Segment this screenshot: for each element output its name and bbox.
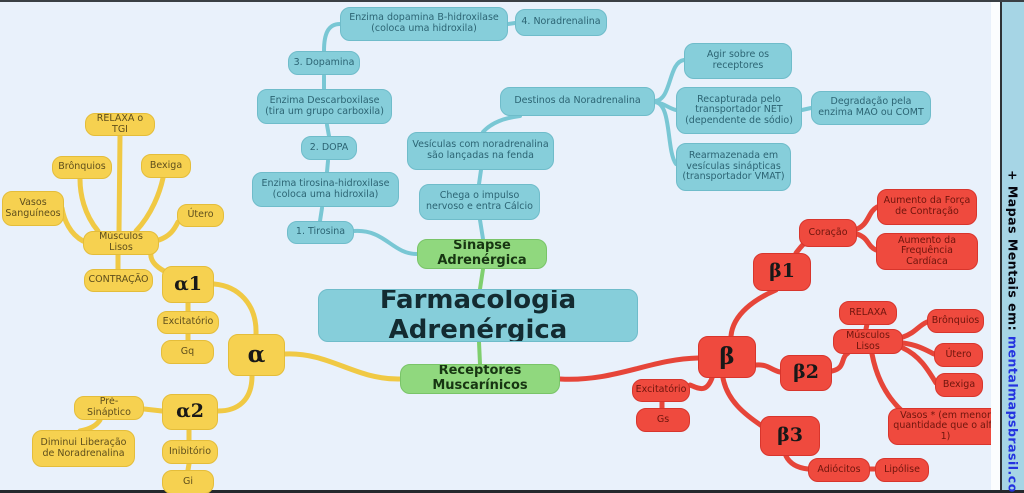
watermark-link[interactable]: mentalmapsbrasil.com.br bbox=[1005, 336, 1021, 493]
node-inibitorio[interactable]: Inibitório bbox=[162, 440, 218, 464]
node-lipolise[interactable]: Lipólise bbox=[875, 458, 929, 482]
node-alfa1[interactable]: α1 bbox=[162, 266, 214, 303]
node-agir-receptores[interactable]: Agir sobre os receptores bbox=[684, 43, 792, 79]
node-beta1[interactable]: β1 bbox=[753, 253, 811, 291]
node-impulso-nervoso[interactable]: Chega o impulso nervoso e entra Cálcio bbox=[419, 184, 540, 220]
node-alfa2[interactable]: α2 bbox=[162, 394, 218, 430]
node-bronquios-beta[interactable]: Brônquios bbox=[927, 309, 984, 333]
node-excitatorio-alfa[interactable]: Excitatório bbox=[157, 311, 219, 334]
node-beta2[interactable]: β2 bbox=[780, 355, 832, 391]
node-enzima-tirosina-hidroxilase[interactable]: Enzima tirosina-hidroxilase (coloca uma … bbox=[252, 172, 399, 207]
node-rearmazenada-vmat[interactable]: Rearmazenada em vesículas sinápticas (tr… bbox=[676, 143, 791, 191]
node-gs[interactable]: Gs bbox=[636, 408, 690, 432]
node-bexiga-alfa[interactable]: Bexiga bbox=[141, 154, 191, 178]
node-vasos-sanguineos[interactable]: Vasos Sanguíneos bbox=[2, 191, 64, 226]
node-gi[interactable]: Gi bbox=[162, 470, 214, 493]
node-sinapse-adrenergica[interactable]: Sinapse Adrenérgica bbox=[417, 239, 547, 269]
node-utero-alfa[interactable]: Útero bbox=[177, 204, 224, 227]
node-destinos-noradrenalina[interactable]: Destinos da Noradrenalina bbox=[500, 87, 655, 116]
node-vesiculas[interactable]: Vesículas com noradrenalina são lançadas… bbox=[407, 132, 554, 170]
node-degradacao-mao-comt[interactable]: Degradação pela enzima MAO ou COMT bbox=[811, 91, 931, 125]
node-musculos-lisos-beta[interactable]: Músculos Lisos bbox=[833, 329, 903, 354]
node-dopa[interactable]: 2. DOPA bbox=[301, 136, 357, 160]
node-musculos-lisos-alfa[interactable]: Músculos Lisos bbox=[83, 231, 159, 255]
node-dopamina[interactable]: 3. Dopamina bbox=[288, 51, 360, 75]
node-tirosina[interactable]: 1. Tirosina bbox=[287, 221, 354, 244]
node-utero-beta[interactable]: Útero bbox=[934, 343, 983, 367]
node-relaxa-beta[interactable]: RELAXA bbox=[839, 301, 897, 325]
node-adiocitos[interactable]: Adiócitos bbox=[808, 458, 870, 482]
node-aumento-forca-contracao[interactable]: Aumento da Força de Contração bbox=[877, 189, 977, 225]
node-bexiga-beta[interactable]: Bexiga bbox=[935, 373, 983, 397]
node-contracao[interactable]: CONTRAÇÃO bbox=[84, 269, 153, 292]
node-receptores-muscarinicos[interactable]: Receptores Muscarínicos bbox=[400, 364, 560, 394]
watermark-sidebar: + Mapas Mentais em: mentalmapsbrasil.com… bbox=[1000, 2, 1024, 493]
node-noradrenalina[interactable]: 4. Noradrenalina bbox=[515, 9, 607, 36]
map-title-node[interactable]: Farmacologia Adrenérgica bbox=[318, 289, 638, 342]
node-aumento-frequencia-cardiaca[interactable]: Aumento da Frequência Cardíaca bbox=[876, 233, 978, 270]
node-bronquios-alfa[interactable]: Brônquios bbox=[52, 156, 112, 179]
node-excitatorio-beta[interactable]: Excitatório bbox=[632, 379, 690, 402]
node-coracao[interactable]: Coração bbox=[799, 219, 857, 247]
node-beta[interactable]: β bbox=[698, 336, 756, 378]
node-vasos-beta[interactable]: Vasos * (em menor quantidade que o alfa … bbox=[888, 408, 1003, 445]
node-gq[interactable]: Gq bbox=[161, 340, 214, 364]
node-diminui-liberacao[interactable]: Diminui Liberação de Noradrenalina bbox=[32, 430, 135, 467]
node-recapturada-net[interactable]: Recapturada pelo transportador NET (depe… bbox=[676, 87, 802, 134]
node-alfa[interactable]: α bbox=[228, 334, 285, 376]
node-pre-sinaptico[interactable]: Pré-Sináptico bbox=[74, 396, 144, 420]
watermark-text: + Mapas Mentais em: bbox=[1005, 170, 1021, 337]
page-edge-gap bbox=[991, 2, 1002, 490]
node-enzima-dopamina-b-hidroxilase[interactable]: Enzima dopamina B-hidroxilase (coloca um… bbox=[340, 7, 508, 41]
node-enzima-descarboxilase[interactable]: Enzima Descarboxilase (tira um grupo car… bbox=[257, 89, 392, 124]
node-beta3[interactable]: β3 bbox=[760, 416, 820, 456]
node-relaxa-tgi[interactable]: RELAXA o TGI bbox=[85, 113, 155, 136]
